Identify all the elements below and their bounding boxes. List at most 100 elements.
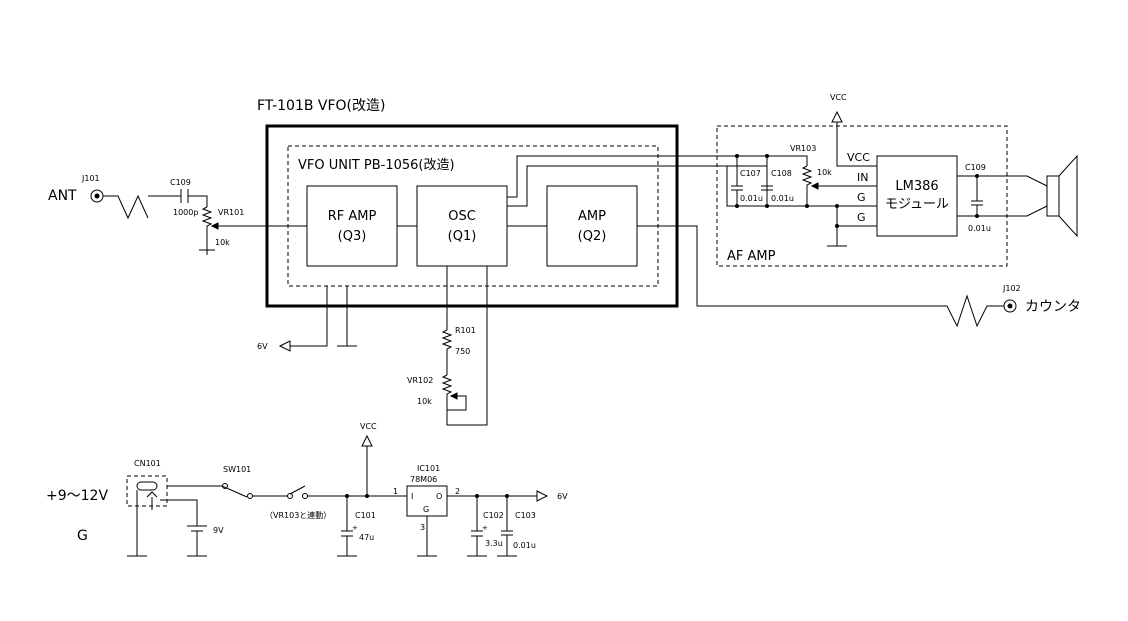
- vr103-resistor: [801, 165, 813, 206]
- amp-sub: (Q2): [578, 229, 607, 244]
- c102-capacitor: [467, 496, 487, 557]
- vcc-psu-flag: [361, 434, 373, 447]
- r101-value: 750: [455, 347, 470, 356]
- j102-connector: [1003, 299, 1017, 313]
- c108-label: C108: [771, 169, 792, 178]
- v6-right-label: 6V: [557, 492, 568, 501]
- c103-capacitor: [497, 496, 517, 557]
- sw101-label: SW101: [223, 465, 251, 474]
- c102-value: 3.3u: [485, 539, 503, 548]
- vfo-ground: [337, 286, 357, 347]
- vcc-top-flag: [831, 110, 843, 123]
- amp-label: AMP: [578, 209, 606, 224]
- vfo-unit-label: VFO UNIT PB-1056(改造): [298, 158, 455, 173]
- ic101-pin1: 1: [393, 487, 398, 496]
- speaker-wires: [957, 175, 1048, 217]
- speaker-cone-icon: [1058, 154, 1078, 238]
- vr101-label: VR101: [218, 208, 244, 217]
- vfo-title: FT-101B VFO(改造): [257, 98, 385, 114]
- ic101-pin3: 3: [420, 523, 425, 532]
- c102-plus: +: [482, 524, 488, 532]
- rf-amp-sub: (Q3): [338, 229, 367, 244]
- battery-label: 9V: [213, 526, 224, 535]
- counter-label: カウンタ: [1025, 299, 1081, 315]
- c101-label: C101: [355, 511, 376, 520]
- ic101-out: O: [436, 492, 442, 501]
- vfo-unit-box: [287, 145, 659, 287]
- ic101-g: G: [423, 505, 429, 514]
- c108-value: 0.01u: [771, 194, 794, 203]
- c109-out-label: C109: [965, 163, 986, 172]
- supply-label: +9～12V: [46, 488, 108, 504]
- j101-label: J101: [81, 174, 100, 183]
- g-label: G: [77, 528, 88, 544]
- r101-resistor: [441, 266, 453, 375]
- ic101-pin2: 2: [455, 487, 460, 496]
- speaker-icon: [1046, 175, 1060, 217]
- ic101-in: I: [411, 492, 413, 501]
- osc-to-vr103-wire: [507, 155, 808, 198]
- sw101-wire: [167, 485, 248, 498]
- j102-label: J102: [1002, 284, 1021, 293]
- c107-capacitor: [731, 156, 743, 206]
- ant-label: ANT: [48, 188, 77, 204]
- vcc-psu-label: VCC: [360, 422, 377, 431]
- ic101-ground: [417, 516, 437, 557]
- amp-block: [546, 185, 638, 267]
- c103-label: C103: [515, 511, 536, 520]
- af-ground: [827, 206, 877, 247]
- c103-value: 0.01u: [513, 541, 536, 550]
- r101-label: R101: [455, 326, 476, 335]
- c109-in-label: C109: [170, 178, 191, 187]
- battery-9v: [160, 499, 207, 557]
- cn101-label: CN101: [134, 459, 161, 468]
- cn101-ground: [127, 490, 147, 557]
- c109-out-capacitor: [971, 176, 983, 216]
- vcc-top-wire: [836, 122, 877, 167]
- osc-label: OSC: [448, 209, 476, 224]
- c109-in-value: 1000p: [173, 208, 198, 217]
- sw-note: （VR103と連動）: [265, 510, 331, 520]
- af-amp-label: AF AMP: [727, 249, 776, 264]
- vr102-wiper: [447, 395, 467, 411]
- lm386-module: [876, 155, 958, 237]
- ic101-label: IC101: [417, 464, 440, 473]
- c109-out-value: 0.01u: [968, 224, 991, 233]
- af-amp-box: [716, 125, 1008, 267]
- v6-left-label: 6V: [257, 342, 268, 351]
- vr102-value: 10k: [417, 397, 432, 406]
- c101-capacitor: [337, 496, 357, 557]
- lm386-pin-vcc: VCC: [847, 151, 870, 164]
- vr101-value: 10k: [215, 238, 230, 247]
- c109-in-capacitor: [180, 189, 189, 203]
- ant-cable: [103, 194, 149, 220]
- v6-left-wire: [290, 286, 328, 347]
- lm386-pin-g1: G: [857, 191, 866, 204]
- vr103-wires: [727, 185, 877, 207]
- power-switch: [289, 485, 407, 497]
- ic101-part: 78M06: [410, 475, 437, 484]
- cn101-box: [126, 475, 168, 507]
- vfo-outer-box: [265, 124, 679, 308]
- vr101-resistor: [201, 206, 213, 255]
- rf-amp-label: RF AMP: [328, 209, 377, 224]
- rf-amp-block: [306, 185, 398, 267]
- cn101-jack: [136, 481, 158, 491]
- c102-label: C102: [483, 511, 504, 520]
- lm386-sub: モジュール: [885, 197, 949, 212]
- vr102-resistor: [441, 266, 488, 426]
- osc-block: [416, 185, 508, 267]
- vr103-label: VR103: [790, 144, 816, 153]
- vr102-label: VR102: [407, 376, 433, 385]
- v6-left-flag: [278, 340, 291, 352]
- amp-to-j102-wire: [637, 225, 1004, 328]
- vr103-value: 10k: [817, 168, 832, 177]
- c107-value: 0.01u: [740, 194, 763, 203]
- c108-capacitor: [761, 156, 773, 206]
- lm386-label: LM386: [895, 179, 938, 194]
- lm386-pin-g2: G: [857, 211, 866, 224]
- ant-wire: [148, 195, 208, 207]
- vcc-top-label: VCC: [830, 93, 847, 102]
- c101-plus: +: [352, 524, 358, 532]
